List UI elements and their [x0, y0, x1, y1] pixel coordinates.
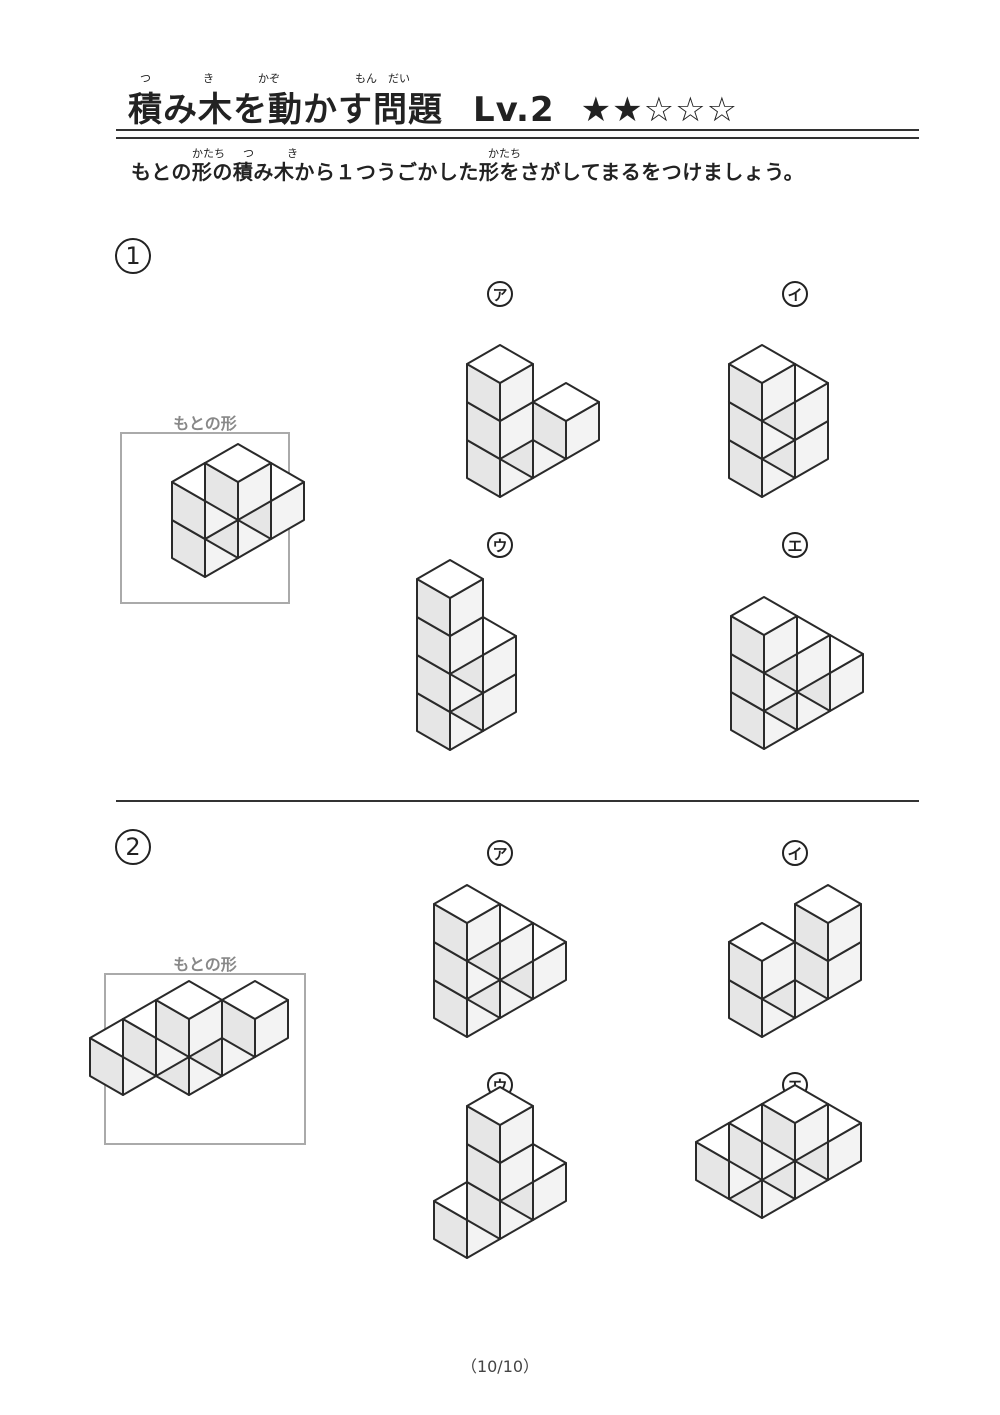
cube-5	[728, 344, 796, 422]
title-furigana-dai: だい	[388, 72, 410, 85]
q1-option-i-label[interactable]: イ	[782, 281, 808, 307]
q2-original-label: もとの形	[173, 955, 237, 974]
q1-option-e-label[interactable]: エ	[782, 532, 808, 558]
instr-furigana-ki: き	[287, 147, 298, 160]
q1-option-a-label[interactable]: ア	[487, 281, 513, 307]
header-double-rule	[116, 129, 919, 139]
cube-top-face	[730, 596, 798, 636]
q2-option-i-label[interactable]: イ	[782, 840, 808, 866]
cube-top-face	[466, 344, 534, 384]
question-1-number: 1	[115, 238, 151, 274]
q1-option-u-label[interactable]: ウ	[487, 532, 513, 558]
q1-original-label: もとの形	[173, 414, 237, 433]
cube-5	[730, 596, 798, 674]
cube-top-face	[204, 443, 272, 483]
cube-4	[466, 1086, 534, 1164]
cube-3	[532, 382, 600, 460]
cube-4	[155, 980, 223, 1058]
cube-top-face	[221, 980, 289, 1020]
cube-top-face	[728, 344, 796, 384]
instr-furigana-tsu: つ	[243, 147, 254, 160]
cube-5	[794, 884, 862, 962]
cube-top-face	[794, 884, 862, 924]
cube-top-face	[532, 382, 600, 422]
difficulty-stars: ★★☆☆☆	[580, 90, 739, 130]
cube-5	[761, 1084, 829, 1162]
cube-top-face	[155, 980, 223, 1020]
cube-top-face	[728, 922, 796, 962]
cube-4	[466, 344, 534, 422]
cube-5	[221, 980, 289, 1058]
instr-furigana-katachi: かたち	[192, 147, 225, 160]
instruction-text: もとの形の積み木から１つうごかした形をさがしてまるをつけましょう。	[131, 160, 805, 184]
cube-top-face	[433, 884, 501, 924]
cube-4	[728, 922, 796, 1000]
cube-5	[204, 443, 272, 521]
section-divider	[116, 800, 919, 802]
title-text: 積み木を動かす問題	[128, 90, 443, 130]
page-title: 積み木を動かす問題 Lv.2 ★★☆☆☆	[128, 82, 738, 131]
cube-top-face	[466, 1086, 534, 1126]
title-furigana-kazo: かぞ	[258, 72, 280, 85]
q2-option-a-label[interactable]: ア	[487, 840, 513, 866]
page-number: （10/10）	[460, 1357, 540, 1376]
title-furigana-ki: き	[203, 72, 214, 85]
title-furigana-tsu: つ	[140, 72, 151, 85]
cube-5	[433, 884, 501, 962]
question-2-number: 2	[115, 829, 151, 865]
level-label: Lv.2	[473, 90, 555, 130]
cube-top-face	[416, 559, 484, 599]
cube-5	[416, 559, 484, 637]
title-furigana-mon: もん	[355, 72, 377, 85]
cube-top-face	[761, 1084, 829, 1124]
instr-furigana-katachi-2: かたち	[488, 147, 521, 160]
